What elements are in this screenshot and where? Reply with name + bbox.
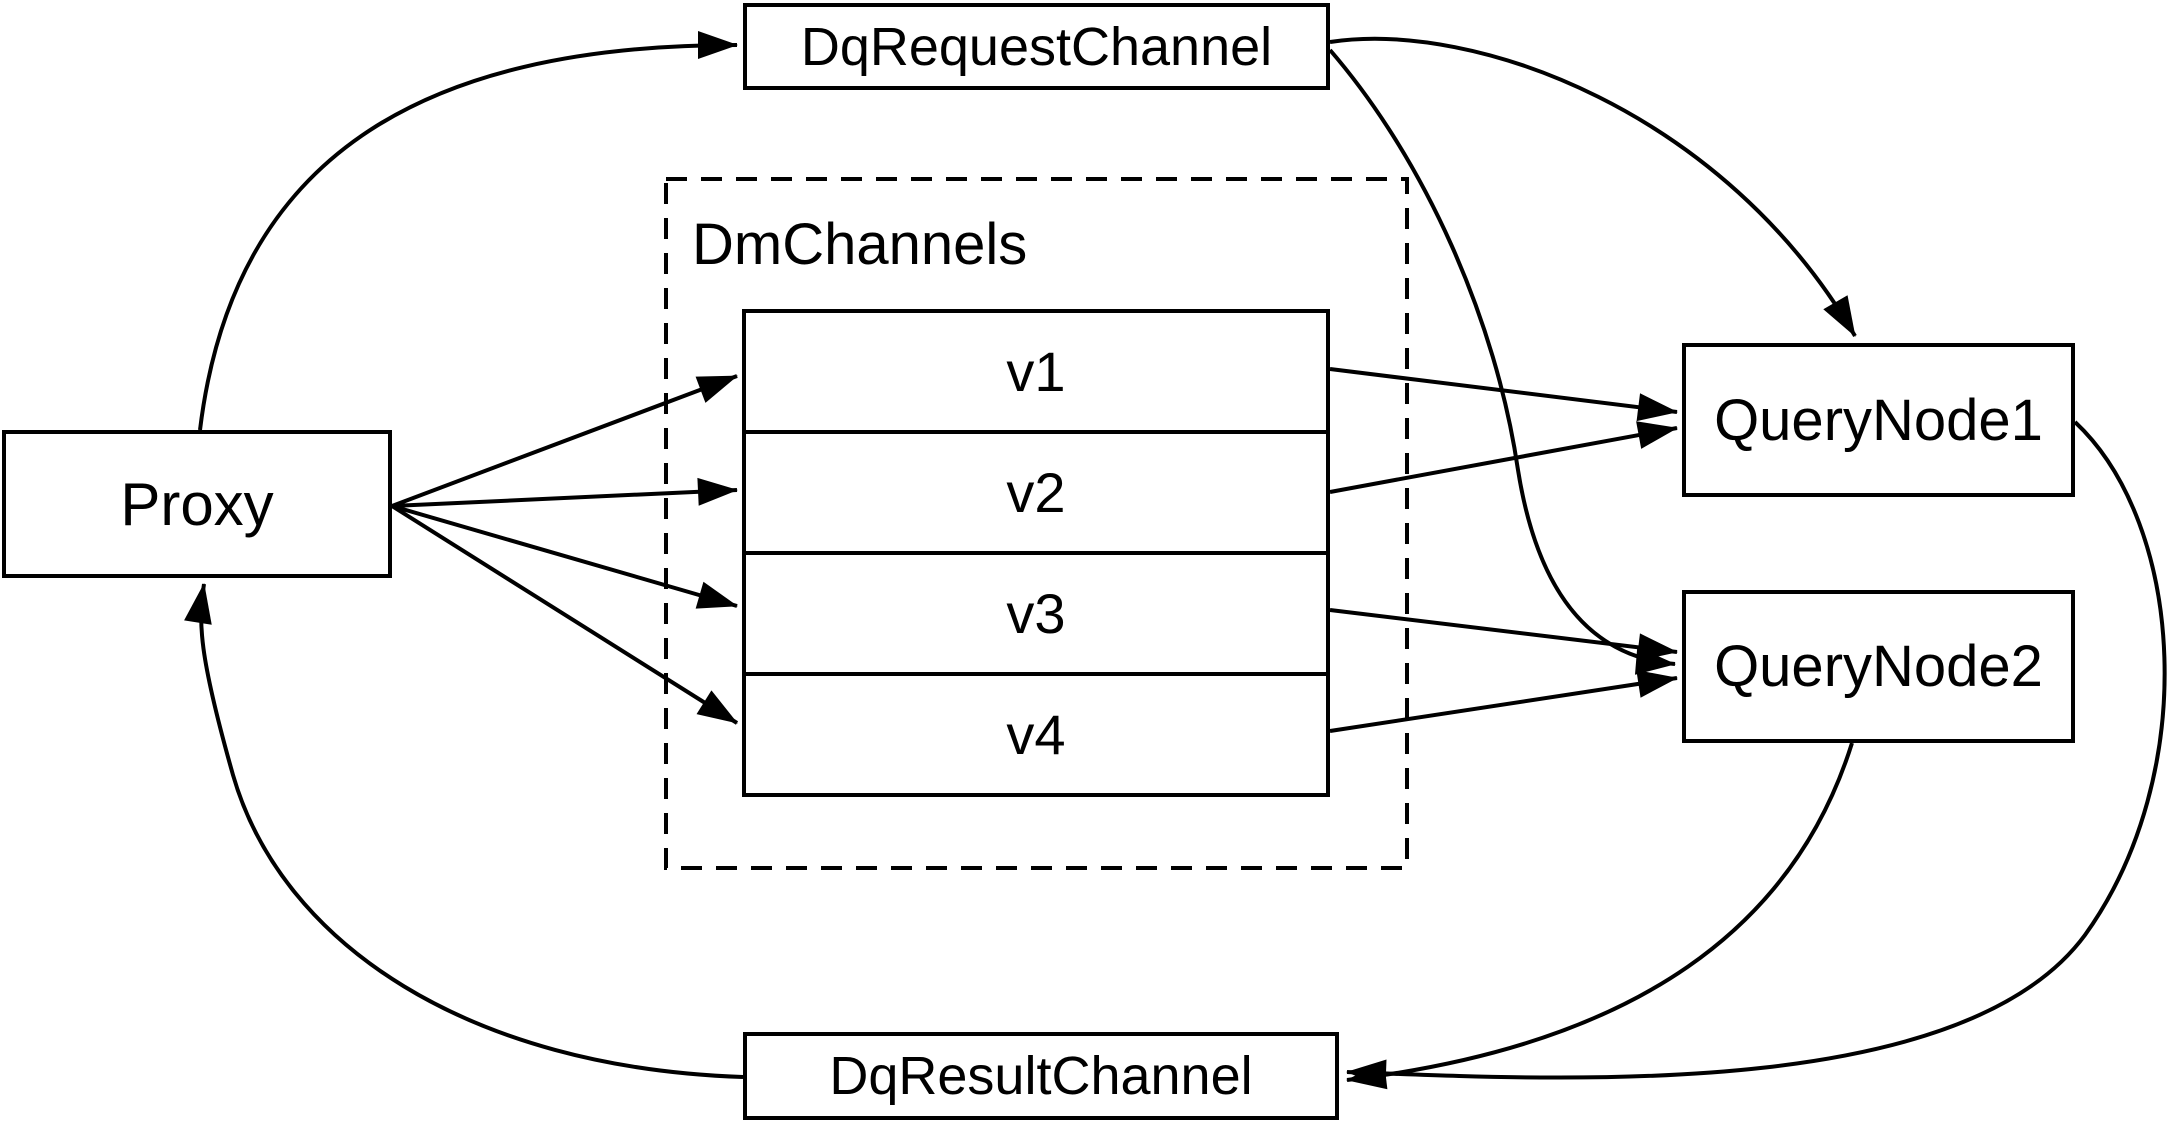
node-dq-request-channel: DqRequestChannel [743, 3, 1330, 90]
edge-v1-to-query-node-1 [1329, 367, 1678, 422]
channel-row-v1-label: v1 [1006, 340, 1066, 403]
node-dq-result-channel-label: DqResultChannel [829, 1046, 1253, 1106]
edge-proxy-to-dq-request-channel [198, 31, 738, 431]
channel-row-v2: v2 [746, 430, 1326, 551]
edge-proxy-to-v3 [391, 504, 738, 609]
node-proxy-label: Proxy [120, 470, 274, 538]
channel-row-v2-label: v2 [1006, 461, 1066, 524]
edge-proxy-to-v2 [391, 477, 738, 508]
edge-proxy-to-v1 [391, 374, 738, 508]
channel-row-v3-label: v3 [1006, 582, 1066, 645]
dm-channels-group-border [664, 177, 1409, 870]
node-query-node-2: QueryNode2 [1682, 590, 2075, 743]
dm-channels-table: v1 v2 v3 v4 [742, 309, 1330, 797]
channel-row-v3: v3 [746, 551, 1326, 672]
edge-query-node-2-to-dq-result-channel [1346, 742, 1854, 1090]
edge-dq-request-channel-to-query-node-2 [1328, 48, 1676, 675]
channel-row-v1: v1 [746, 313, 1326, 430]
node-dq-request-channel-label: DqRequestChannel [800, 16, 1273, 77]
channel-row-v4-label: v4 [1006, 703, 1066, 766]
node-query-node-2-label: QueryNode2 [1714, 634, 2043, 699]
dm-channels-group-label: DmChannels [692, 211, 1028, 277]
edge-query-node-1-to-dq-result-channel [1346, 420, 2167, 1088]
edge-v4-to-query-node-2 [1329, 670, 1678, 733]
edge-v3-to-query-node-2 [1329, 608, 1678, 662]
node-proxy: Proxy [2, 430, 392, 578]
node-dq-result-channel: DqResultChannel [743, 1032, 1339, 1120]
edge-dq-request-channel-to-query-node-1 [1329, 36, 1857, 338]
edge-proxy-to-v4 [390, 504, 739, 725]
node-query-node-1: QueryNode1 [1682, 343, 2075, 497]
channel-row-v4: v4 [746, 672, 1326, 793]
node-query-node-1-label: QueryNode1 [1714, 387, 2043, 453]
edge-v2-to-query-node-1 [1329, 421, 1678, 494]
edge-dq-result-channel-to-proxy [184, 583, 744, 1079]
